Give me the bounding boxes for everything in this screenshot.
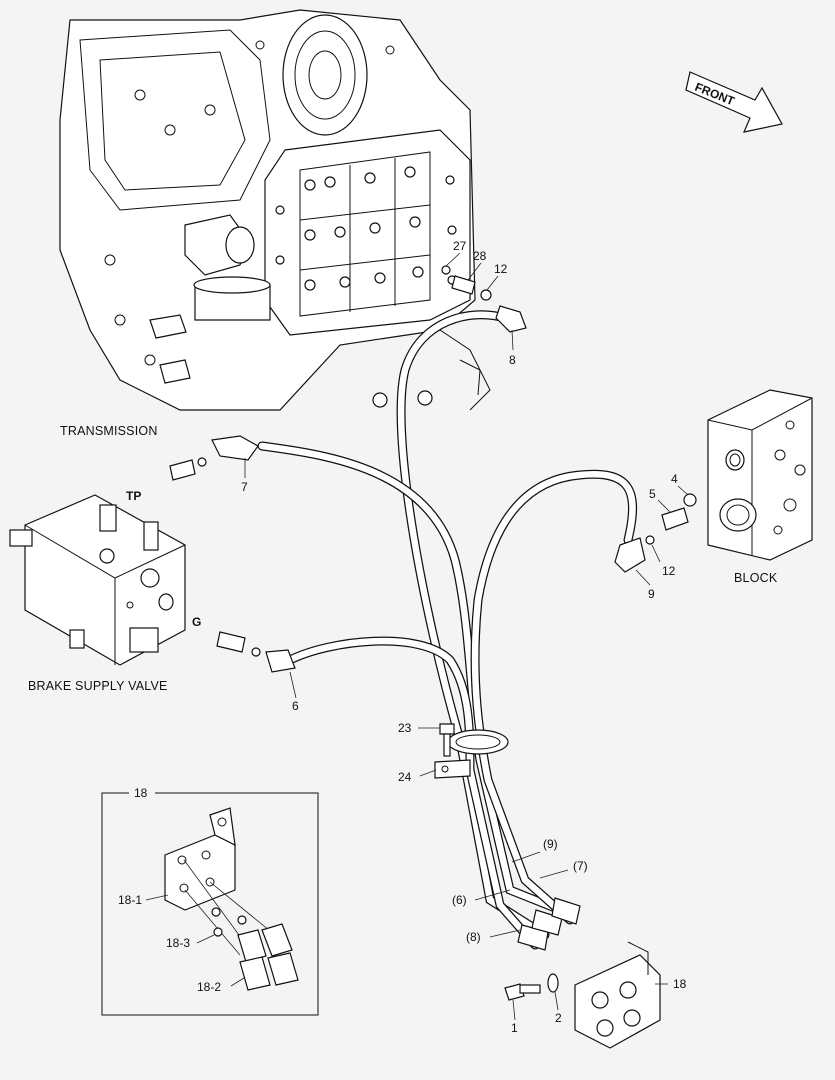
port-tp-label: TP xyxy=(126,489,141,503)
callout-23: 23 xyxy=(398,721,412,735)
hose-clamp xyxy=(434,723,509,779)
callout-4: 4 xyxy=(671,472,678,486)
block-label: BLOCK xyxy=(734,571,778,585)
callout-12a: 12 xyxy=(494,262,508,276)
transmission-housing xyxy=(59,9,491,411)
callout-18: 18 xyxy=(673,977,687,991)
callout-28: 28 xyxy=(473,249,487,263)
callout-18-1: 18-1 xyxy=(118,893,142,907)
valve-body-bolts xyxy=(275,166,457,291)
callout-24: 24 xyxy=(398,770,412,784)
callout-7-paren: (7) xyxy=(573,859,588,873)
inset-detail-18: 18 xyxy=(101,786,319,1016)
callout-8: 8 xyxy=(509,353,516,367)
bracket-18 xyxy=(504,941,661,1049)
brake-supply-valve-label: BRAKE SUPPLY VALVE xyxy=(28,679,168,693)
callout-7: 7 xyxy=(241,480,248,494)
front-direction-arrow: FRONT xyxy=(685,71,783,133)
leader-lines xyxy=(145,252,689,1021)
callout-27: 27 xyxy=(453,239,467,253)
transmission-label: TRANSMISSION xyxy=(60,424,158,438)
callout-2: 2 xyxy=(555,1011,562,1025)
callout-8-paren: (8) xyxy=(466,930,481,944)
callout-18-3: 18-3 xyxy=(166,936,190,950)
callout-12b: 12 xyxy=(662,564,676,578)
callout-6: 6 xyxy=(292,699,299,713)
brake-supply-valve xyxy=(9,494,186,666)
callout-5: 5 xyxy=(649,487,656,501)
manifold-block xyxy=(707,389,813,561)
fittings xyxy=(169,265,697,951)
callout-1: 1 xyxy=(511,1021,518,1035)
callout-6-paren: (6) xyxy=(452,893,467,907)
callout-9: 9 xyxy=(648,587,655,601)
port-g-label: G xyxy=(192,615,201,629)
callout-18-2: 18-2 xyxy=(197,980,221,994)
inset-callout: 18 xyxy=(134,786,148,800)
callout-9-paren: (9) xyxy=(543,837,558,851)
